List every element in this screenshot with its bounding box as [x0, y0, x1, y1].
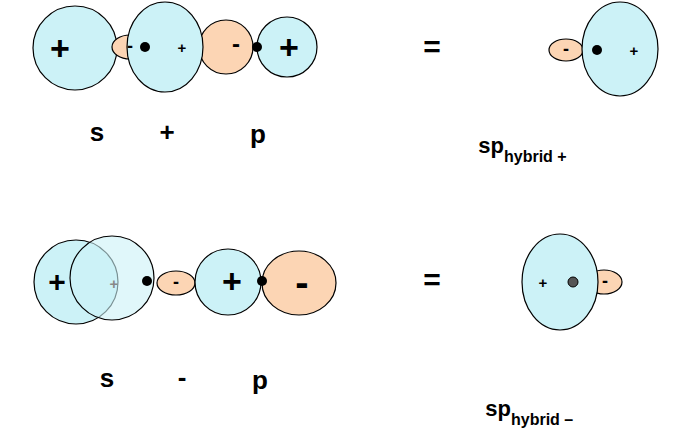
- nucleus-dot: [140, 42, 150, 52]
- phase-sign: +: [110, 276, 119, 291]
- small-lobe: [157, 271, 195, 295]
- phase-sign: -: [127, 37, 133, 55]
- orbital-label: s: [100, 365, 114, 391]
- phase-sign: -: [295, 262, 308, 302]
- p-lobe-negative: [199, 20, 253, 74]
- phase-sign: -: [232, 32, 240, 56]
- hybrid-subscript: hybrid +: [504, 149, 567, 165]
- nucleus-dot: [257, 276, 267, 286]
- orbital-label: p: [252, 367, 268, 393]
- nucleus-dot: [592, 45, 602, 55]
- phase-sign: +: [539, 275, 548, 290]
- phase-sign: +: [279, 30, 299, 64]
- s-orbital: [33, 6, 117, 90]
- nucleus-dot: [568, 277, 578, 287]
- equals-sign: =: [423, 32, 441, 62]
- orbital-label: p: [250, 121, 266, 147]
- phase-sign: +: [50, 31, 70, 65]
- p-lobe-positive: [257, 17, 317, 77]
- phase-sign: -: [563, 40, 569, 58]
- phase-sign: +: [222, 264, 242, 298]
- operator-label: -: [178, 364, 187, 390]
- s-orbital-shadow: [70, 236, 154, 320]
- phase-sign: -: [602, 272, 608, 290]
- hybrid-label: sp: [478, 135, 504, 157]
- p-lobe-negative: [262, 251, 336, 315]
- phase-sign: +: [178, 40, 187, 55]
- orbital-label: s: [90, 119, 104, 145]
- hybrid-small-lobe: [549, 39, 583, 61]
- hybrid-subscript: hybrid –: [511, 412, 573, 428]
- p-lobe-positive: [195, 249, 261, 315]
- nucleus-dot: [142, 276, 152, 286]
- phase-sign: -: [173, 273, 179, 291]
- big-lobe: [127, 2, 203, 92]
- nucleus-dot: [252, 42, 262, 52]
- operator-label: +: [159, 119, 174, 145]
- equals-sign: =: [423, 265, 441, 295]
- hybrid-label: sp: [485, 398, 511, 420]
- hybrid-big-lobe: [522, 234, 598, 330]
- phase-sign: +: [48, 267, 66, 297]
- hybrid-big-lobe: [582, 2, 658, 96]
- phase-sign: +: [630, 43, 639, 58]
